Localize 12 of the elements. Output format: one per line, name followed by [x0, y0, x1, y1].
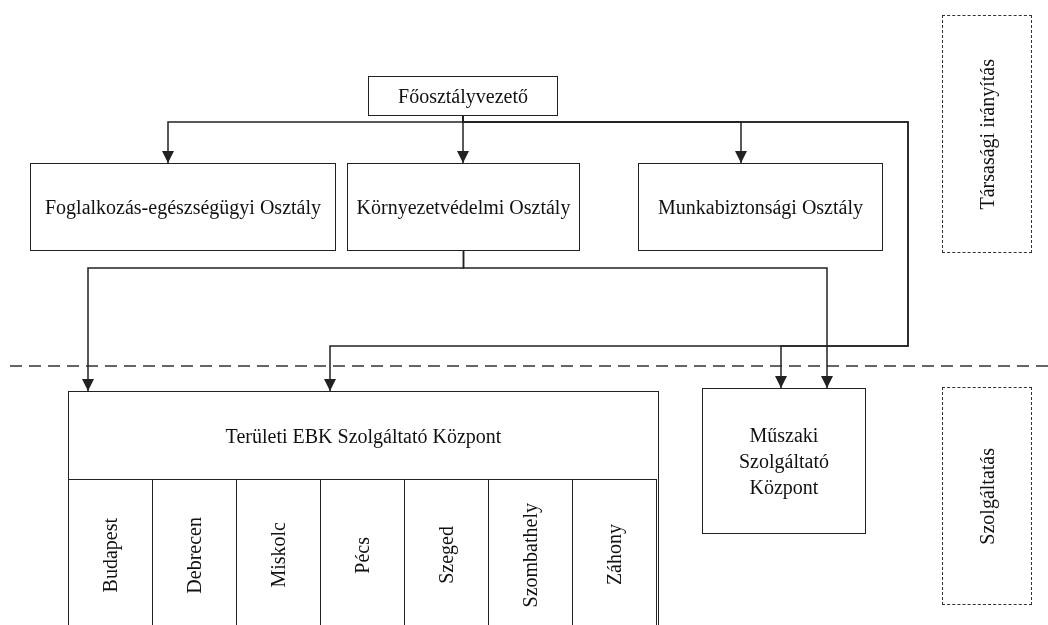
department-box: Környezetvédelmi Osztály — [347, 163, 580, 251]
service-center-box — [68, 391, 659, 625]
arrow — [462, 250, 833, 389]
zone-box: Szolgáltatás — [942, 387, 1032, 605]
arrow — [462, 115, 909, 389]
zone-box: Társasági irányítás — [942, 15, 1032, 253]
department-box: Munkabiztonsági Osztály — [638, 163, 883, 251]
manager-box: Főosztályvezető — [368, 76, 558, 116]
service-center-box: Műszaki Szolgáltató Központ — [702, 388, 866, 534]
department-box: Foglalkozás-egészségügyi Osztály — [30, 163, 336, 251]
box-title: Területi EBK Szolgáltató Központ — [224, 424, 503, 450]
branch-cell: Záhony — [571, 478, 657, 625]
